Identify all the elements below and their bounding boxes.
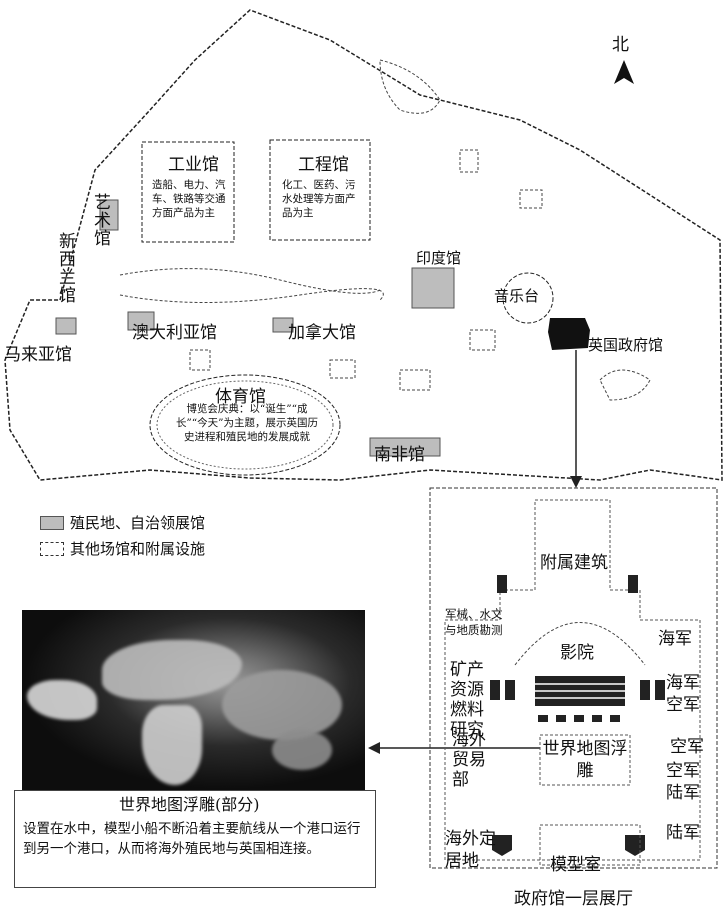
engineering-hall-desc: 化工、医药、污水处理等方面产品为主 [282, 179, 356, 219]
india-pavilion-label: 印度馆 [416, 249, 462, 267]
legend-colony-text: 殖民地、自治领展馆 [70, 514, 206, 532]
industry-hall-outline [141, 141, 235, 243]
stadium-ellipse [149, 374, 341, 476]
north-arrow-icon [614, 60, 634, 84]
engineering-hall-outline [269, 139, 371, 241]
world-map-relief-caption: 世界地图浮雕(部分) 设置在水中，模型小船不断沿着主要航线从一个港口运行到另一个… [14, 790, 376, 888]
uk-government-building [548, 318, 590, 350]
annex-label: 附属建筑 [540, 553, 608, 573]
legend-other-text: 其他场馆和附属设施 [70, 540, 206, 558]
australia-pavilion-label: 澳大利亚馆 [132, 323, 217, 343]
air-army-label: 空军陆军 [666, 761, 700, 803]
new-zealand-pavilion-label: 新西兰馆 [55, 232, 75, 304]
relief-title: 世界地图浮雕(部分) [119, 795, 260, 814]
machinery-survey-label: 军械、水文与地质勘测 [445, 607, 503, 637]
world-map-relief-photo [22, 610, 365, 790]
air-label: 空军 [670, 737, 704, 757]
minerals-label: 矿产资源燃料研究 [450, 660, 484, 740]
malaya-pavilion-label: 马来亚馆 [4, 345, 72, 365]
settlement-label: 海外定居地 [445, 829, 496, 871]
army-label: 陆军 [666, 823, 700, 843]
uk-government-pavilion-label: 英国政府馆 [588, 336, 664, 354]
world-map-label: 世界地图浮雕 [542, 739, 628, 781]
trade-label: 海外贸易部 [452, 730, 486, 790]
industry-hall-desc: 造船、电力、汽车、铁路等交通方面产品为主 [152, 179, 226, 219]
engineering-hall-label: 工程馆 [298, 155, 349, 175]
industry-hall-label: 工业馆 [168, 155, 219, 175]
south-africa-pavilion-label: 南非馆 [374, 445, 425, 465]
legend-other-swatch [40, 541, 64, 556]
relief-desc: 设置在水中，模型小船不断沿着主要航线从一个港口运行到另一个港口，从而将海外殖民地… [23, 821, 361, 857]
site-boundary [4, 9, 723, 481]
bandstand-label: 音乐台 [494, 287, 540, 305]
navy-label: 海军 [658, 629, 692, 649]
legend-colony-swatch [40, 515, 64, 530]
bandstand-circle [502, 272, 554, 324]
stadium-label: 体育馆 [215, 387, 266, 407]
art-hall-label: 艺术馆 [90, 193, 110, 247]
legend-colony: 殖民地、自治领展馆 [40, 512, 205, 533]
model-room-label: 模型室 [550, 855, 601, 875]
canada-pavilion-label: 加拿大馆 [288, 323, 356, 343]
stadium-desc: 博览会庆典：以“诞生”“成长”“今天”为主题，展示英国历史进程和殖民地的发展成就 [175, 403, 319, 443]
floor-plan-frame [429, 487, 718, 869]
legend-other: 其他场馆和附属设施 [40, 538, 205, 559]
north-label: 北 [612, 35, 629, 55]
navy-air-label: 海军空军 [666, 673, 700, 715]
cinema-label: 影院 [560, 643, 594, 663]
floor-plan-title: 政府馆一层展厅 [514, 889, 633, 909]
